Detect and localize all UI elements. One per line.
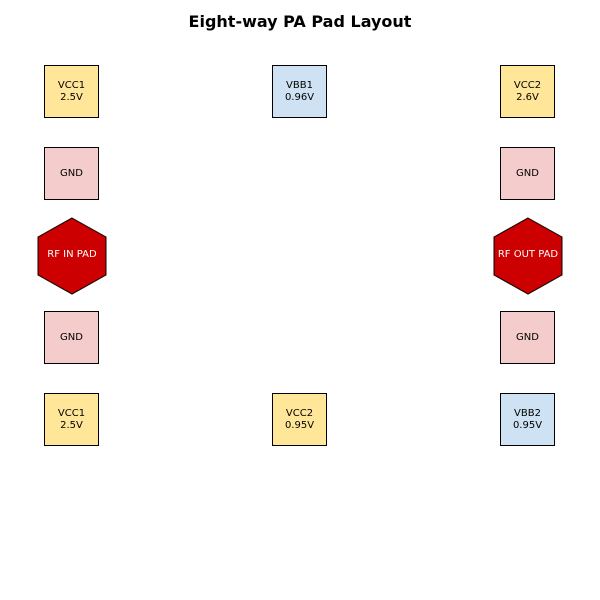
pad-label: GND: [516, 331, 539, 343]
pad-label: VCC2: [513, 79, 542, 91]
pad-rf-in: RF IN PAD: [36, 217, 108, 295]
pad-label: VCC1: [57, 407, 86, 419]
pad-gnd-right-lower: GND: [500, 311, 555, 364]
pad-gnd-right-upper: GND: [500, 147, 555, 200]
rf-in-hexagon: [37, 217, 107, 295]
rf-out-hexagon: [493, 217, 563, 295]
pad-gnd-left-upper: GND: [44, 147, 99, 200]
pad-rf-out: RF OUT PAD: [492, 217, 564, 295]
pad-voltage: 0.96V: [284, 91, 315, 103]
pad-label: GND: [60, 331, 83, 343]
pad-voltage: 0.95V: [284, 419, 315, 431]
pad-label: GND: [516, 167, 539, 179]
pad-vcc1-bottom: VCC1 2.5V: [44, 393, 99, 446]
pad-label: VBB1: [286, 79, 313, 91]
pad-vbb2-bottom: VBB2 0.95V: [500, 393, 555, 446]
pad-vcc2-top: VCC2 2.6V: [500, 65, 555, 118]
pad-voltage: 0.95V: [512, 419, 543, 431]
rf-in-label: RF IN PAD: [47, 249, 97, 260]
pad-label: VCC2: [285, 407, 314, 419]
pad-voltage: 2.5V: [60, 419, 83, 431]
pad-voltage: 2.5V: [60, 91, 83, 103]
pad-label: VCC1: [57, 79, 86, 91]
pad-label: VBB2: [514, 407, 541, 419]
pad-vbb1-top: VBB1 0.96V: [272, 65, 327, 118]
pad-label: GND: [60, 167, 83, 179]
pad-vcc1-top: VCC1 2.5V: [44, 65, 99, 118]
pad-vcc2-bottom: VCC2 0.95V: [272, 393, 327, 446]
diagram-title: Eight-way PA Pad Layout: [188, 12, 412, 31]
pad-voltage: 2.6V: [516, 91, 539, 103]
pad-gnd-left-lower: GND: [44, 311, 99, 364]
rf-out-label: RF OUT PAD: [497, 249, 559, 260]
